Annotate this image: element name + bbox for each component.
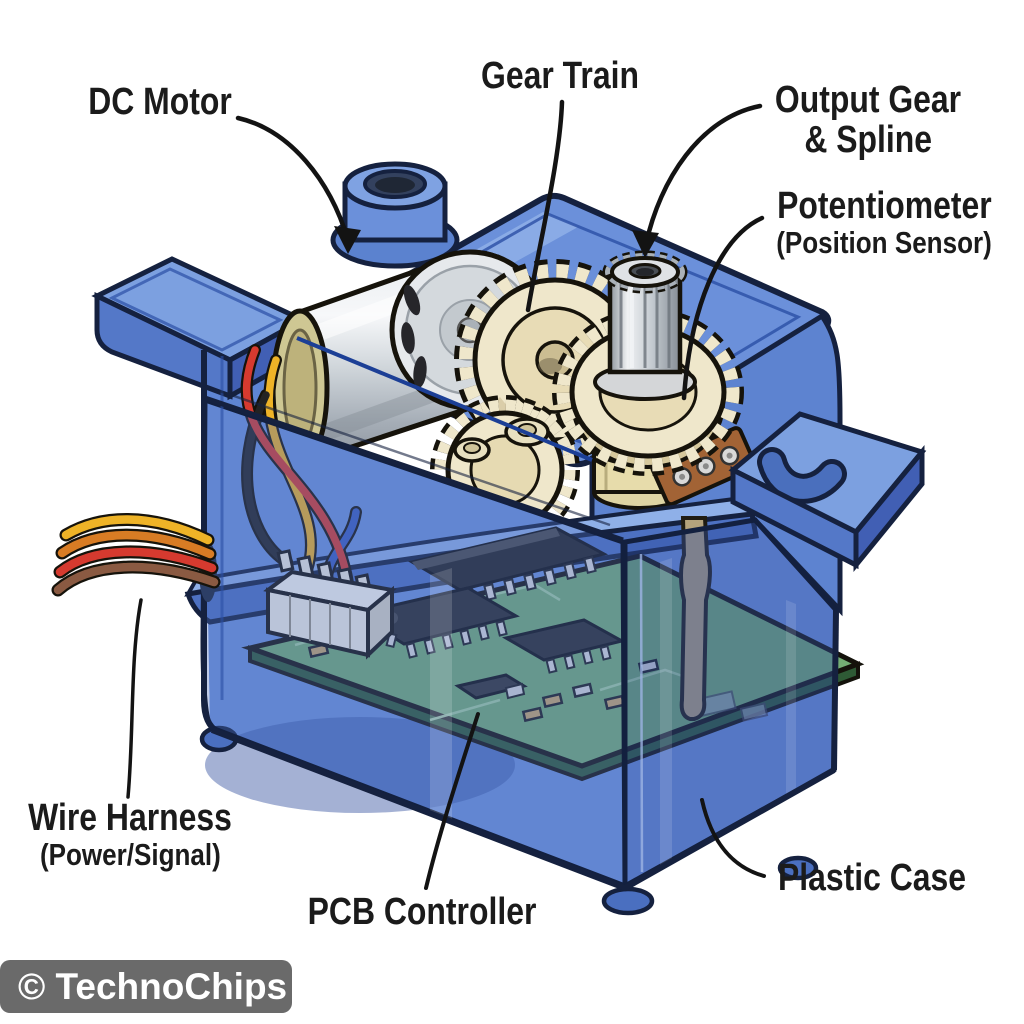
label-pcb-controller: PCB Controller: [286, 892, 558, 932]
label-text: (Position Sensor): [776, 225, 992, 260]
ic-chip: [407, 526, 609, 606]
case-foot: [777, 855, 819, 881]
arrowhead: [334, 226, 361, 254]
label-text: Potentiometer: [776, 185, 992, 227]
label-text: (Power/Signal): [39, 837, 221, 872]
leader-plastic-case: [700, 798, 766, 878]
potentiometer-shaft: [679, 516, 712, 721]
leader-lines: [126, 99, 766, 890]
leader-pcb-controller: [424, 712, 480, 890]
output-gear-spline: [552, 250, 744, 476]
label-text: Gear Train: [481, 55, 639, 97]
transistor: [454, 673, 528, 700]
label-output-gear-spline: Output Gear & Spline: [757, 80, 979, 160]
leader-output-gear: [643, 103, 763, 247]
label-text: Plastic Case: [777, 857, 967, 899]
label-text: & Spline: [804, 119, 932, 161]
label-dc-motor: DC Motor: [75, 82, 246, 122]
label-wire-harness: Wire Harness (Power/Signal): [9, 798, 252, 872]
pcb-connector: [263, 549, 397, 660]
label-text: Wire Harness: [28, 797, 232, 839]
label-potentiometer: Potentiometer (Position Sensor): [756, 186, 1013, 260]
arrowhead: [632, 230, 659, 258]
right-mounting-tab: [728, 411, 927, 573]
leader-potentiometer: [681, 215, 765, 401]
watermark-text: © TechnoChips: [18, 965, 288, 1007]
wire-harness: [51, 513, 221, 602]
watermark-badge: © TechnoChips: [0, 960, 292, 1013]
label-text: Output Gear: [774, 79, 962, 121]
label-gear-train: Gear Train: [466, 56, 654, 96]
case-top-boss: [330, 161, 460, 269]
case-foot: [601, 886, 655, 916]
leader-dc-motor: [235, 115, 351, 243]
case-front-panels: [199, 336, 839, 916]
label-text: PCB Controller: [307, 891, 537, 933]
leader-gear-train: [525, 99, 565, 313]
label-plastic-case: Plastic Case: [760, 858, 984, 898]
label-text: DC Motor: [88, 81, 232, 123]
leader-wire-harness: [126, 598, 143, 799]
